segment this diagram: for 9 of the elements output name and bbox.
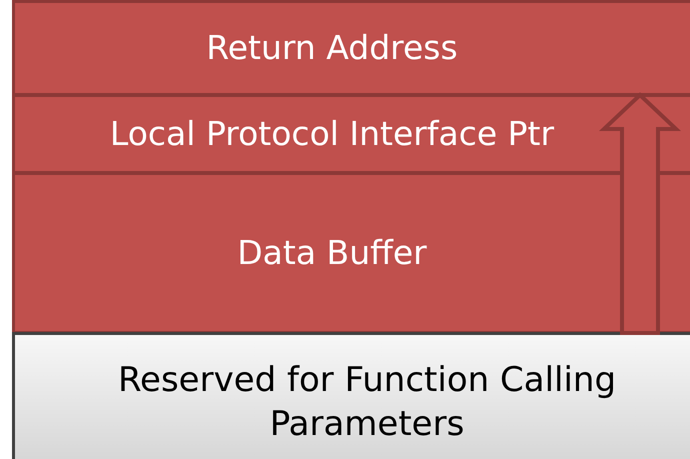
stack-band <box>12 94 690 174</box>
stack-band <box>12 172 690 334</box>
stack-band <box>12 0 690 96</box>
band-label: Local Protocol Interface Ptr <box>110 112 554 155</box>
block-arrow <box>598 92 682 335</box>
band-label: Data Buffer <box>237 232 427 274</box>
band-label: Reserved for Function Calling Parameters <box>116 358 618 446</box>
band-label: Return Address <box>206 26 458 69</box>
stack-band <box>12 332 690 459</box>
